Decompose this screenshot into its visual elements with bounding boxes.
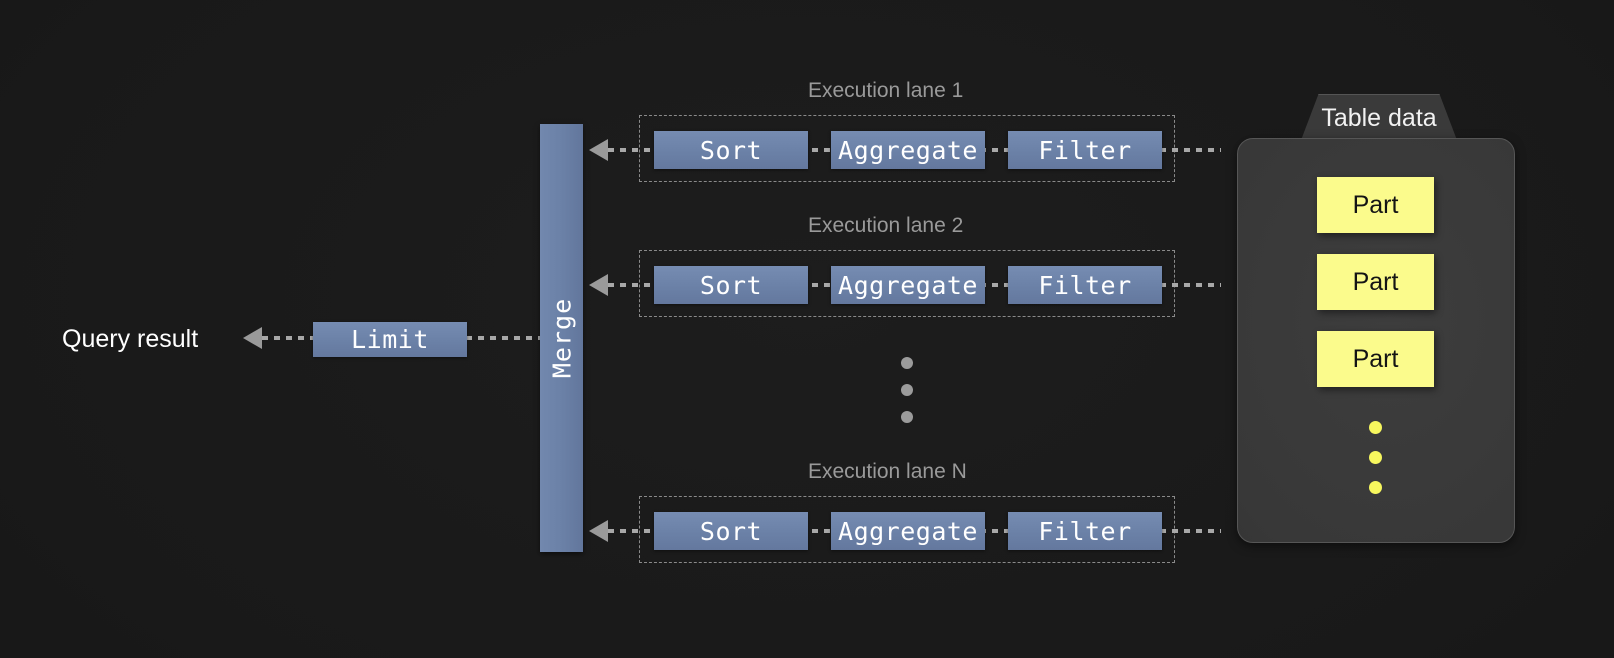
- operator-sort-lane-2[interactable]: Sort: [654, 266, 808, 304]
- part-block[interactable]: Part: [1317, 177, 1434, 233]
- ellipsis-dot: [901, 411, 913, 423]
- arrowhead-lane-2-to-merge-icon: [589, 274, 608, 296]
- ellipsis-dot: [901, 384, 913, 396]
- operator-aggregate-lane-1[interactable]: Aggregate: [831, 131, 985, 169]
- operator-filter-lane-1[interactable]: Filter: [1008, 131, 1162, 169]
- ellipsis-dot: [1369, 481, 1382, 494]
- query-result-label: Query result: [62, 325, 199, 353]
- table-data-title: Table data: [1321, 104, 1437, 132]
- arrowhead-lane-1-to-merge-icon: [589, 139, 608, 161]
- ellipsis-dot: [901, 357, 913, 369]
- arrowhead-lane-n-to-merge-icon: [589, 520, 608, 542]
- part-ellipsis: [1369, 421, 1382, 511]
- operator-aggregate-lane-2[interactable]: Aggregate: [831, 266, 985, 304]
- part-block[interactable]: Part: [1317, 331, 1434, 387]
- part-block[interactable]: Part: [1317, 254, 1434, 310]
- operator-aggregate-lane-n[interactable]: Aggregate: [831, 512, 985, 550]
- arrowhead-to-query-result-icon: [243, 327, 262, 349]
- operator-sort-lane-n[interactable]: Sort: [654, 512, 808, 550]
- lane-label-2: Execution lane 2: [808, 214, 964, 237]
- ellipsis-dot: [1369, 421, 1382, 434]
- merge-label: Merge: [547, 297, 576, 379]
- operator-filter-lane-2[interactable]: Filter: [1008, 266, 1162, 304]
- operator-sort-lane-1[interactable]: Sort: [654, 131, 808, 169]
- ellipsis-dot: [1369, 451, 1382, 464]
- operator-filter-lane-n[interactable]: Filter: [1008, 512, 1162, 550]
- lane-ellipsis: [901, 357, 913, 438]
- lane-label-1: Execution lane 1: [808, 79, 964, 102]
- operator-limit[interactable]: Limit: [313, 322, 467, 357]
- lane-label-n: Execution lane N: [808, 460, 967, 483]
- operator-merge[interactable]: Merge: [540, 124, 583, 552]
